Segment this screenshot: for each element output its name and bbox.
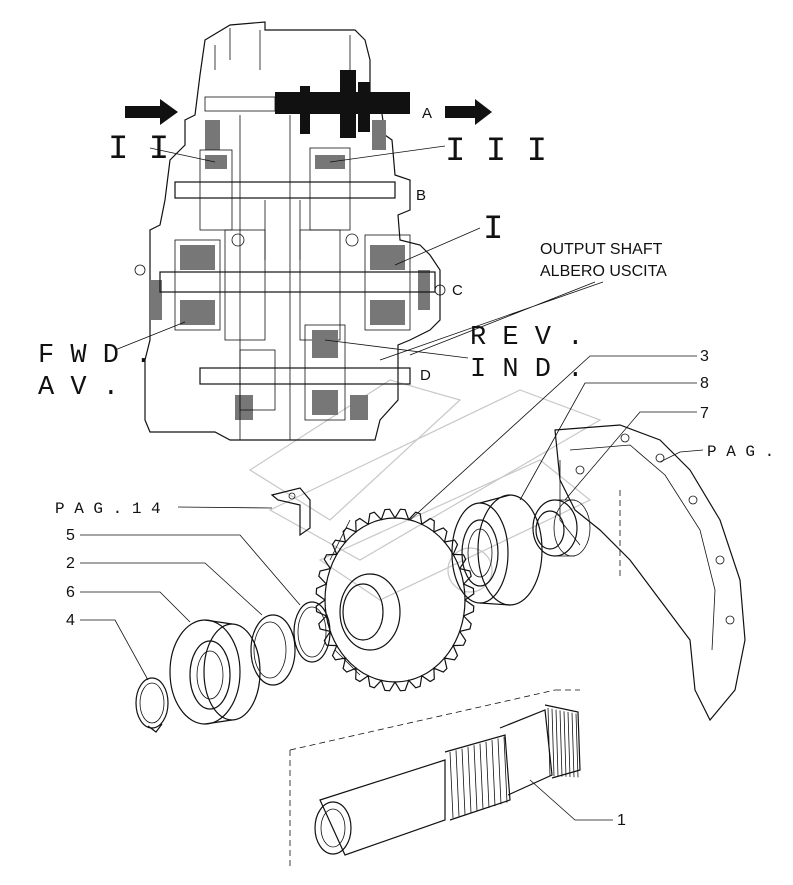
bracket (270, 487, 311, 537)
spacer-ring-2 (250, 614, 296, 686)
watermark (248, 379, 602, 601)
page-ref-left: P A G . 1 4 (55, 500, 161, 518)
bearing-left (169, 619, 261, 725)
ind-label: I N D . (470, 355, 583, 385)
output-shaft-label-it: ALBERO USCITA (540, 263, 667, 280)
part-number-7: 7 (700, 405, 709, 422)
part-number-5: 5 (66, 527, 75, 544)
shaft-letter-a: A (422, 105, 432, 122)
part-number-1: 1 (617, 812, 626, 829)
housing-cover (554, 424, 746, 722)
rev-label: R E V . (470, 323, 583, 353)
shaft-letter-d: D (420, 367, 431, 384)
shaft-label-iii: I I I (445, 133, 547, 171)
snap-ring-5 (293, 601, 331, 663)
output-shaft-label-en: OUTPUT SHAFT (540, 241, 663, 258)
part-number-6: 6 (66, 584, 75, 601)
output-gear (315, 508, 475, 692)
shaft-letter-b: B (416, 187, 426, 204)
part-number-4: 4 (66, 612, 75, 629)
shaft-letter-c: C (452, 282, 463, 299)
page-ref-right: P A G . (707, 443, 774, 461)
circlip-4 (135, 677, 169, 733)
bearing-right (451, 494, 543, 606)
av-label: A V . (38, 373, 119, 403)
part-number-2: 2 (66, 555, 75, 572)
part-number-8: 8 (700, 375, 709, 392)
output-shaft (289, 490, 621, 870)
fwd-label: F W D . (38, 341, 151, 371)
shaft-label-i: I (483, 211, 503, 249)
part-number-3: 3 (700, 348, 709, 365)
transmission-section (125, 21, 492, 441)
